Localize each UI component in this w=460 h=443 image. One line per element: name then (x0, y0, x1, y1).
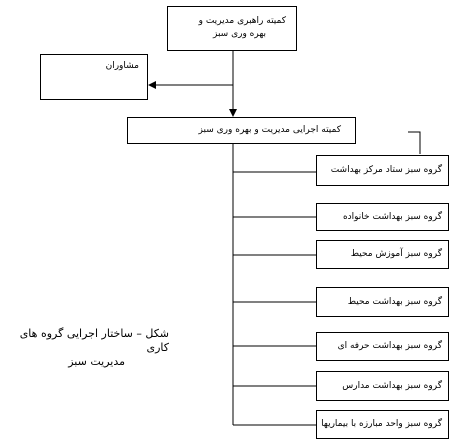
steering-committee-line2: بهره وری سبز (212, 29, 266, 39)
group-box-3: گروه سبز آموزش محیط (316, 240, 449, 269)
executive-committee-label: کمیته اجرایی مدیریت و بهره وری سبز (198, 125, 341, 135)
group-label: گروه سبز بهداشت مدارس (342, 381, 442, 391)
steering-committee-line1: کمیته راهبری مدیریت و (198, 16, 286, 26)
figure-caption: شکل – ساختار اجرایی گروه های کاری مدیریت… (0, 327, 169, 369)
advisors-label: مشاوران (105, 61, 139, 71)
group-label: گروه سبز بهداشت حرفه ای (337, 341, 442, 351)
executive-committee-box: کمیته اجرایی مدیریت و بهره وری سبز (127, 117, 356, 144)
group-box-7: گروه سبز واحد مبارزه با بیماریها (316, 410, 449, 439)
group-label: گروه سبز بهداشت خانواده (342, 212, 442, 222)
steering-committee-box: کمیته راهبری مدیریت و بهره وری سبز (167, 6, 297, 51)
group-box-6: گروه سبز بهداشت مدارس (316, 371, 449, 401)
group-box-5: گروه سبز بهداشت حرفه ای (316, 332, 449, 361)
group-label: گروه سبز بهداشت محیط (347, 297, 442, 307)
caption-line2: مدیریت سبز (68, 355, 125, 368)
bracket-mark (408, 131, 421, 154)
group-box-4: گروه سبز بهداشت محیط (316, 287, 449, 317)
group-box-1: گروه سبز ستاد مرکز بهداشت (316, 155, 449, 186)
group-label: گروه سبز واحد مبارزه با بیماریها (321, 419, 442, 429)
group-label: گروه سبز ستاد مرکز بهداشت (330, 165, 442, 175)
caption-line1: شکل – ساختار اجرایی گروه های کاری (19, 327, 169, 354)
advisors-box: مشاوران (40, 54, 148, 100)
group-box-2: گروه سبز بهداشت خانواده (316, 203, 449, 231)
group-label: گروه سبز آموزش محیط (350, 249, 442, 259)
